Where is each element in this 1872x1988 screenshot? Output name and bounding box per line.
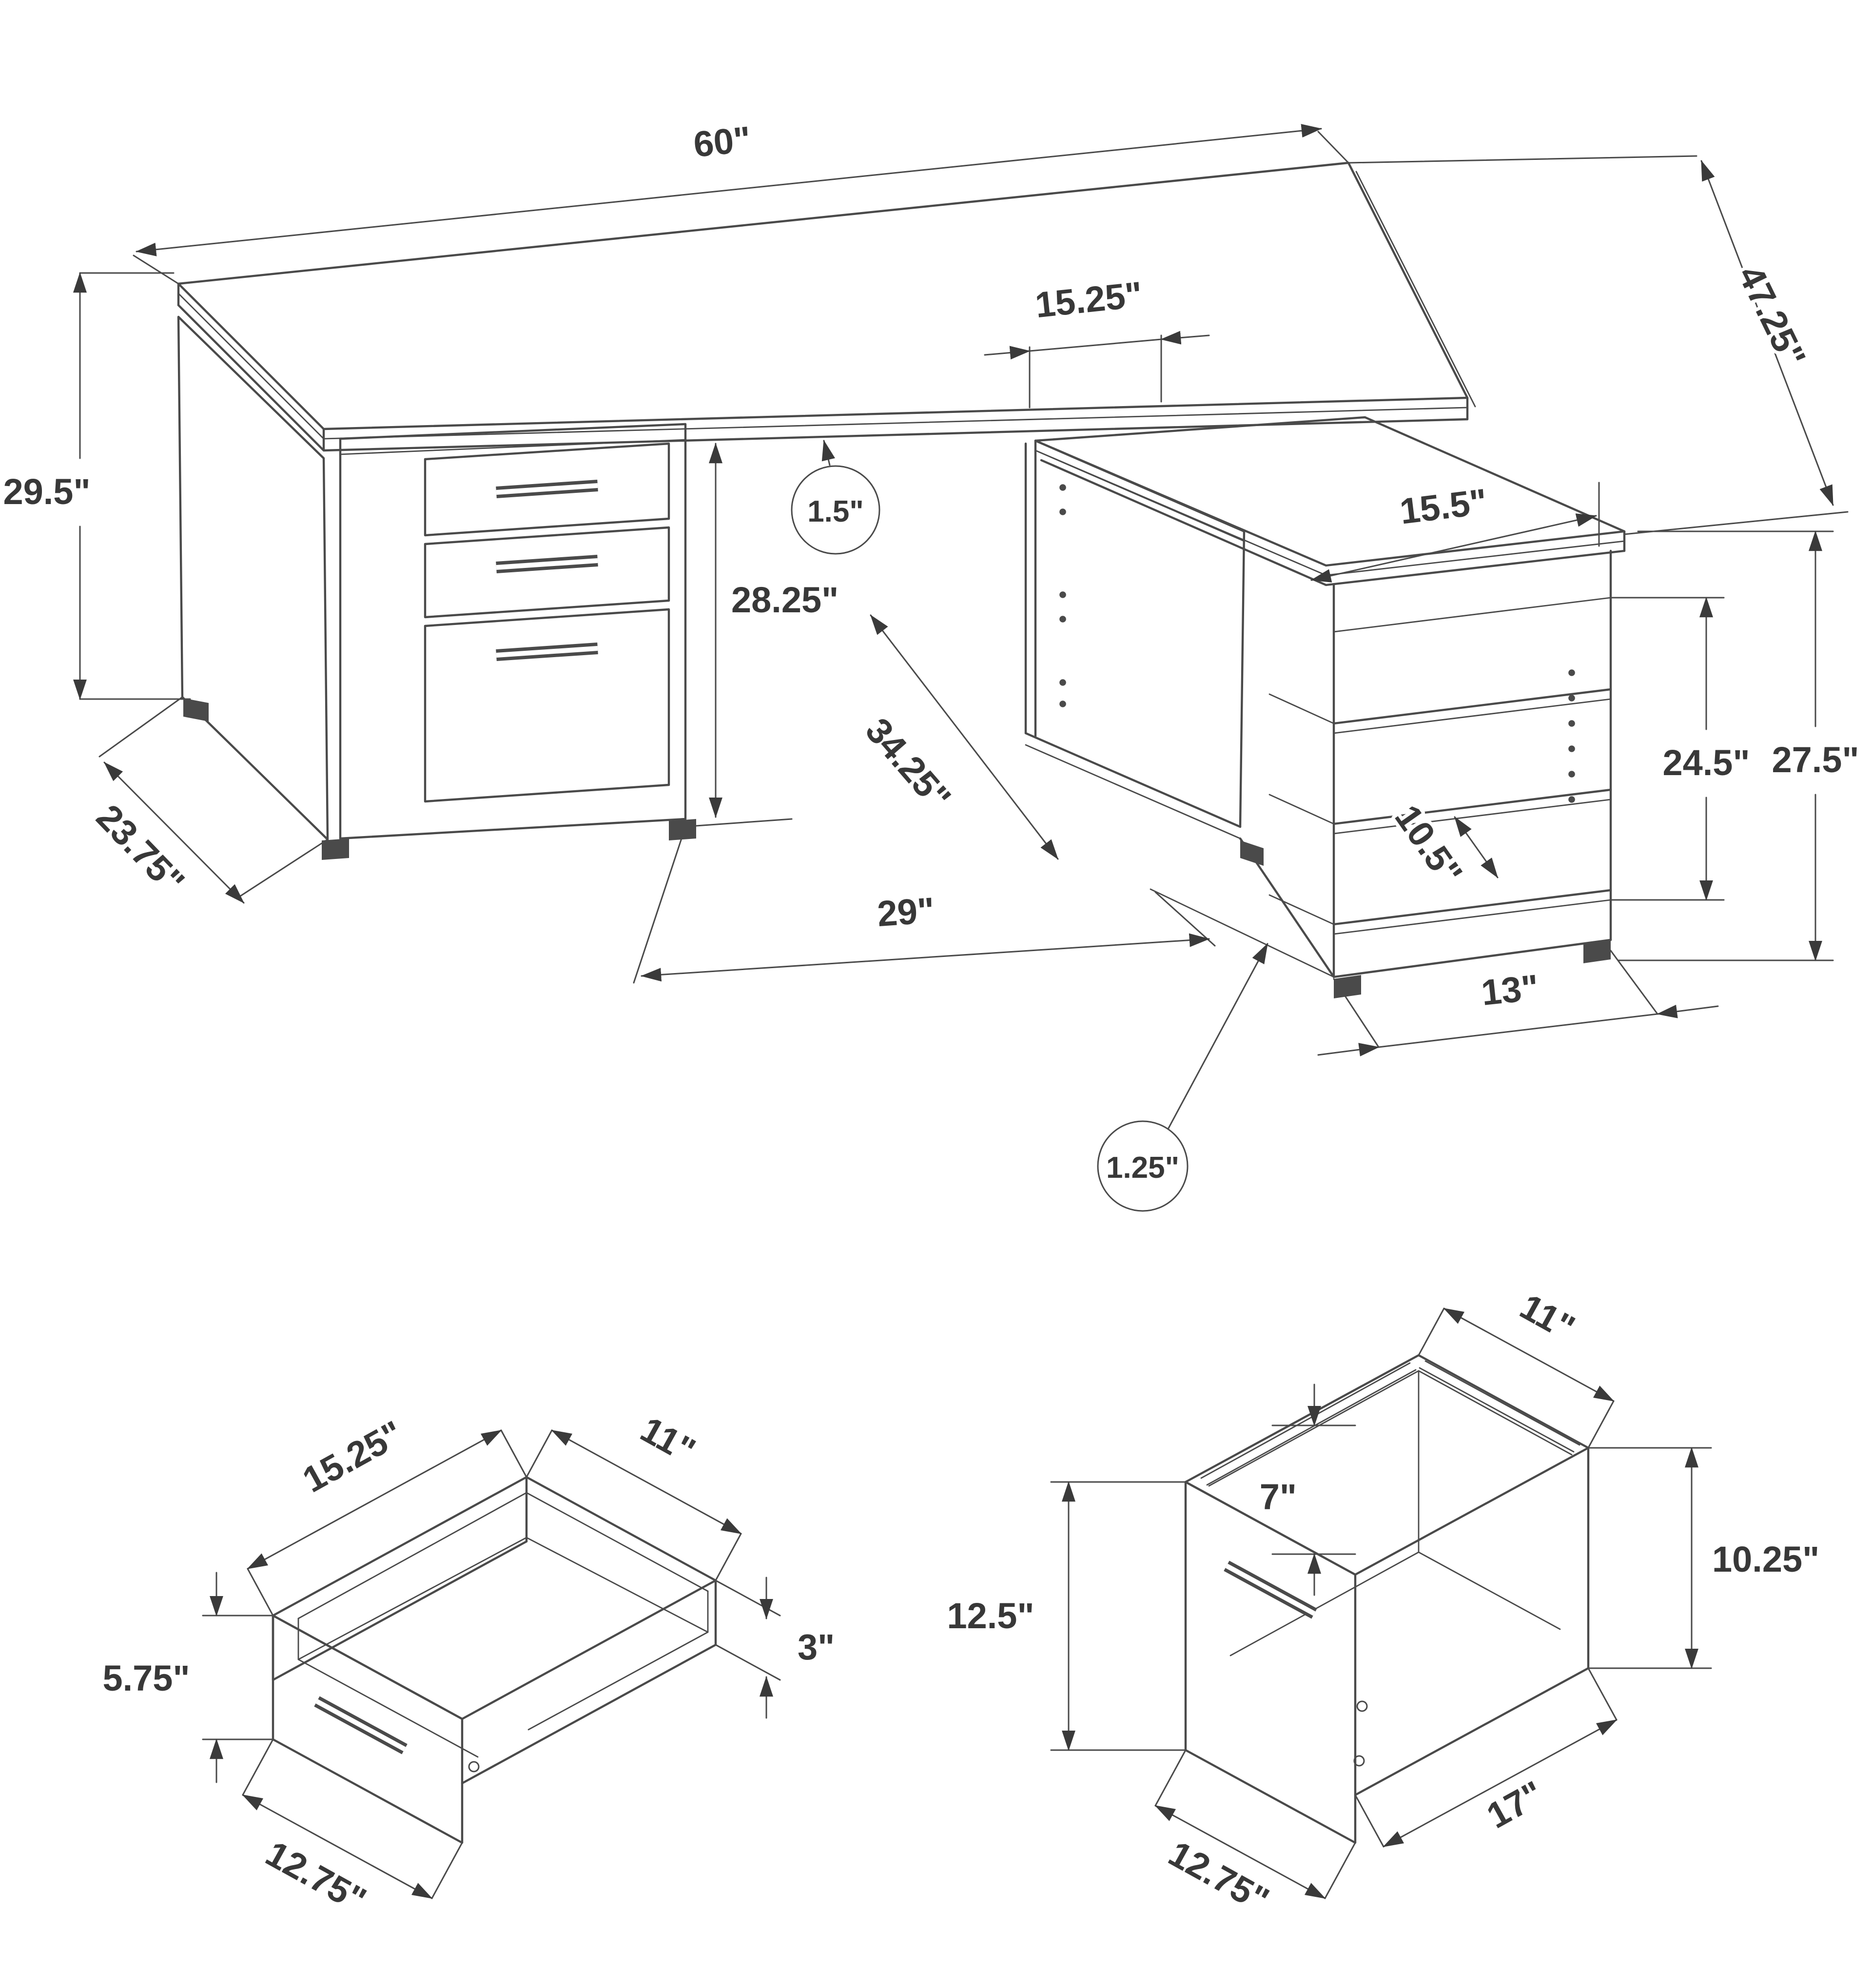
- dim-file-depth-bottom-label: 17": [1480, 1773, 1550, 1836]
- dim-shelf-clearance-label: 10.5": [1387, 798, 1471, 892]
- dim-desk-depth: 47.25": [1347, 155, 1849, 535]
- dim-file-front-height-label: 12.5": [947, 1596, 1034, 1636]
- file-drawer-figure: 11" 7" 10.25" 12.5" 12.75": [943, 1283, 1823, 1924]
- dim-shelf-bottom-depth-label: 13": [1480, 967, 1540, 1013]
- dim-knee-height-label: 28.25": [731, 580, 838, 620]
- dim-opening-width: 15.25": [984, 271, 1210, 409]
- dim-drawer-width-bottom-label: 12.75": [259, 1833, 373, 1920]
- small-drawer-figure: 15.25" 11" 3" 5.75" 12.75": [99, 1405, 838, 1924]
- dim-file-side-height: 10.25": [1587, 1447, 1823, 1669]
- drawer-handle: [1224, 1560, 1317, 1619]
- desk-figure: 60" 47.25" 29.5" 23.75" 15.: [0, 115, 1863, 1212]
- dim-desk-width-label: 60": [692, 118, 753, 165]
- drawer-handle: [496, 480, 598, 498]
- shelf-unit: [1034, 416, 1626, 998]
- dim-drawer-side-height: 3": [715, 1577, 838, 1719]
- callout-top-thickness-label: 1.5": [807, 495, 864, 528]
- dim-desk-depth-label: 47.25": [1730, 259, 1814, 373]
- dim-knee-width-label: 29": [876, 890, 936, 934]
- callout-panel-thickness: 1.25": [1097, 943, 1268, 1212]
- dim-wing-diagonal-label: 34.25": [858, 710, 959, 818]
- drawer-handle: [496, 643, 598, 661]
- dim-shelf-top-depth: 15.5": [1310, 478, 1600, 583]
- dim-desk-width: 60": [133, 115, 1349, 285]
- dim-file-width-bottom-label: 12.75": [1162, 1833, 1276, 1920]
- dim-shelf-interior-height: 24.5": [1610, 597, 1754, 901]
- dim-knee-height: 28.25": [682, 443, 842, 828]
- dim-pedestal-depth-label: 23.75": [89, 797, 193, 902]
- small-drawer-box: [272, 1476, 717, 1844]
- desk-top: [177, 161, 1476, 452]
- dim-opening-width-label: 15.25": [1033, 274, 1144, 326]
- dim-drawer-width-top: 15.25": [247, 1409, 527, 1617]
- dim-shelf-height: 27.5": [1618, 530, 1863, 961]
- dim-file-width-bottom: 12.75": [1154, 1749, 1356, 1924]
- dim-shelf-bottom-depth: 13": [1317, 950, 1719, 1057]
- drawer-pedestal: [177, 315, 696, 860]
- dim-shelf-height-label: 27.5": [1772, 740, 1859, 780]
- dim-drawer-side-height-label: 3": [798, 1627, 835, 1667]
- dim-file-rail-height: 7": [1256, 1384, 1356, 1596]
- callout-top-thickness: 1.5": [791, 440, 880, 555]
- dim-shelf-top-depth-label: 15.5": [1398, 481, 1489, 532]
- dim-knee-width: 29": [633, 826, 1216, 984]
- dim-desk-height-label: 29.5": [3, 471, 90, 512]
- dim-drawer-depth-label: 11": [634, 1409, 702, 1471]
- dim-desk-height: 29.5": [0, 272, 191, 700]
- dim-drawer-width-top-label: 15.25": [296, 1413, 410, 1500]
- dim-wing-diagonal: 34.25": [855, 614, 1059, 860]
- dim-pedestal-depth: 23.75": [85, 696, 329, 905]
- dim-file-depth-top-label: 11": [1514, 1286, 1581, 1348]
- drawer-handle: [496, 555, 598, 573]
- dim-drawer-front-height-label: 5.75": [102, 1658, 190, 1698]
- dim-file-front-height: 12.5": [943, 1481, 1187, 1751]
- dim-file-depth-bottom: 17": [1354, 1667, 1618, 1848]
- file-drawer-box: [1184, 1354, 1590, 1844]
- dim-drawer-front-height: 5.75": [99, 1572, 274, 1783]
- dim-file-rail-height-label: 7": [1260, 1477, 1297, 1517]
- dim-file-side-height-label: 10.25": [1712, 1539, 1819, 1579]
- callout-panel-thickness-label: 1.25": [1106, 1151, 1179, 1185]
- dim-shelf-clearance: 10.5": [1384, 794, 1499, 896]
- dim-drawer-width-bottom: 12.75": [242, 1738, 463, 1924]
- dim-shelf-interior-height-label: 24.5": [1662, 742, 1750, 783]
- drawer-handle: [314, 1696, 408, 1754]
